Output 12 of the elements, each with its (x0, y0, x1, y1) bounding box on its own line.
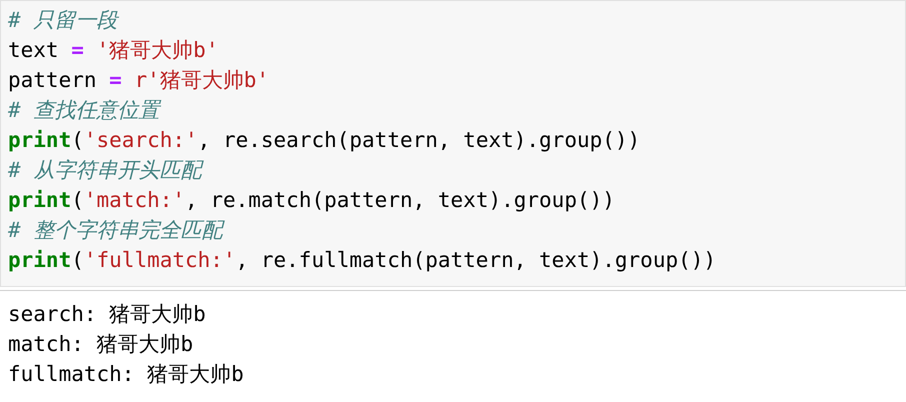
code-line: print('search:', re.search(pattern, text).group()) (8, 127, 640, 154)
code-line: pattern = r'猪哥大帅b' (8, 67, 270, 94)
output-text: fullmatch: 猪哥大帅b (8, 361, 244, 388)
code-line: text = '猪哥大帅b' (8, 37, 218, 64)
code-line: print('fullmatch:', re.fullmatch(pattern, text).group()) (8, 247, 716, 274)
code-comment: # 只留一段 (8, 7, 118, 34)
output-text: match: 猪哥大帅b (8, 331, 194, 358)
code-comment: # 整个字符串完全匹配 (8, 216, 222, 244)
code-line: print('match:', re.match(pattern, text).group()) (8, 187, 615, 214)
code-comment: # 查找任意位置 (8, 97, 160, 124)
code-comment: # 从字符串开头匹配 (8, 156, 202, 184)
output-text: search: 猪哥大帅b (8, 301, 206, 328)
